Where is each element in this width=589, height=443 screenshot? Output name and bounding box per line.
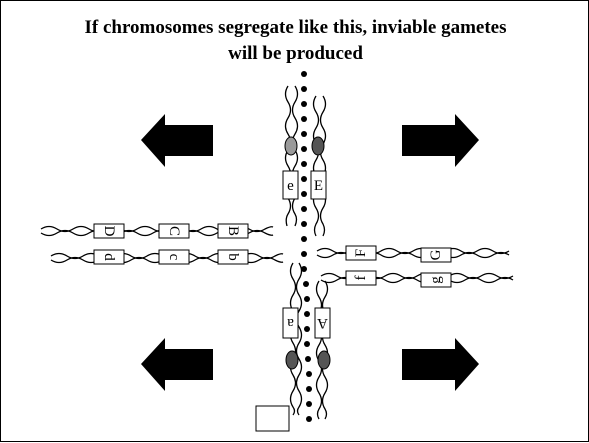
- arrow-lower-right-icon: [402, 338, 479, 391]
- gene-boxes: [93, 170, 452, 432]
- metaphase-plate-dots: [301, 71, 312, 422]
- gene-label-d: d: [101, 253, 117, 261]
- arrow-upper-left-icon: [141, 114, 213, 167]
- gene-label-b: b: [225, 253, 241, 261]
- gene-label-A: A: [317, 315, 328, 331]
- centromere-lower-right: [317, 350, 331, 370]
- gene-label-e: e: [287, 178, 294, 194]
- gene-label-C: C: [166, 226, 182, 236]
- gene-label-a: a: [287, 315, 294, 331]
- slide-title: If chromosomes segregate like this, invi…: [1, 15, 589, 67]
- gene-label-G: G: [428, 249, 444, 260]
- gene-label-D: D: [101, 226, 117, 237]
- gene-label-B: B: [225, 226, 241, 236]
- title-line-2: will be produced: [228, 43, 363, 64]
- arrow-upper-right-icon: [402, 114, 479, 167]
- gene-label-g: g: [428, 276, 444, 284]
- gene-label-E: E: [314, 178, 323, 194]
- title-line-1: If chromosomes segregate like this, invi…: [84, 17, 507, 38]
- gene-label-F: F: [353, 249, 369, 257]
- gene-label-f: f: [353, 276, 369, 281]
- centromere-upper-right: [311, 136, 325, 156]
- centromere-upper-left: [284, 136, 298, 156]
- centromere-lower-left: [285, 350, 299, 370]
- gene-label-c: c: [166, 254, 182, 261]
- arrow-lower-left-icon: [141, 338, 213, 391]
